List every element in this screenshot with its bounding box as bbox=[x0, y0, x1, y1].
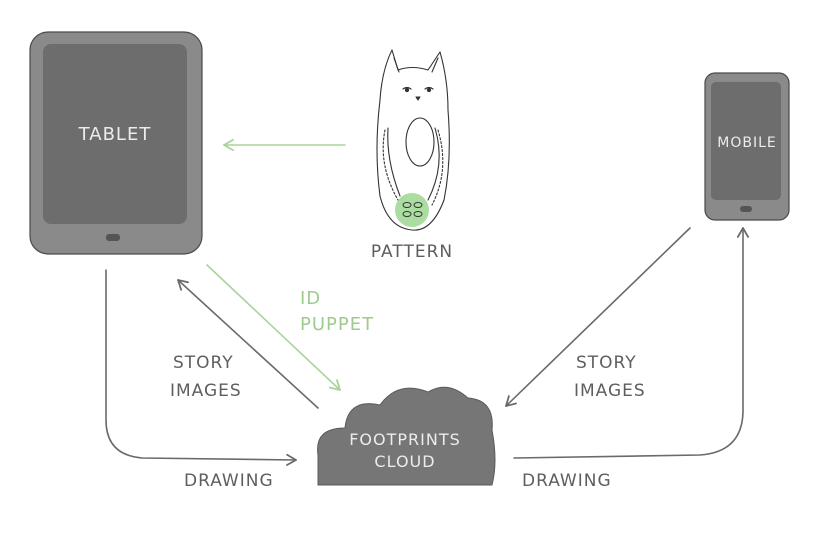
cloud-label-line2: CLOUD bbox=[374, 452, 436, 471]
arrow-tablet-drawing bbox=[105, 269, 297, 466]
edge-label-id: ID bbox=[300, 288, 322, 309]
arrow-cloud-to-tablet bbox=[177, 279, 319, 409]
edge-label-puppet: PUPPET bbox=[300, 314, 375, 335]
tablet-home-button bbox=[106, 234, 120, 241]
edge-label-story-left: STORY bbox=[173, 353, 234, 373]
mobile-home-button bbox=[740, 206, 752, 212]
pattern-paw-marks bbox=[402, 202, 423, 217]
pattern-cat-illustration bbox=[376, 49, 450, 231]
tablet-label: TABLET bbox=[78, 124, 152, 145]
edge-label-images-right: IMAGES bbox=[574, 381, 646, 401]
arrow-tablet-to-cloud bbox=[206, 264, 341, 391]
mobile-device bbox=[704, 72, 790, 221]
edge-label-story-right: STORY bbox=[576, 353, 637, 373]
edge-label-images-left: IMAGES bbox=[170, 381, 242, 401]
arrow-mobile-to-cloud bbox=[505, 227, 691, 407]
cloud-label-line1: FOOTPRINTS bbox=[349, 430, 461, 449]
edge-label-drawing-right: DRAWING bbox=[522, 471, 612, 491]
tablet-device bbox=[29, 31, 203, 255]
arrow-cloud-drawing-to-mobile bbox=[513, 227, 750, 459]
pattern-highlight bbox=[395, 193, 429, 227]
mobile-label: MOBILE bbox=[717, 135, 777, 151]
pattern-label: PATTERN bbox=[370, 242, 454, 262]
footprints-cloud bbox=[317, 386, 496, 486]
tablet-screen bbox=[43, 44, 187, 224]
edge-label-drawing-left: DRAWING bbox=[184, 471, 274, 491]
mobile-screen bbox=[711, 82, 781, 200]
